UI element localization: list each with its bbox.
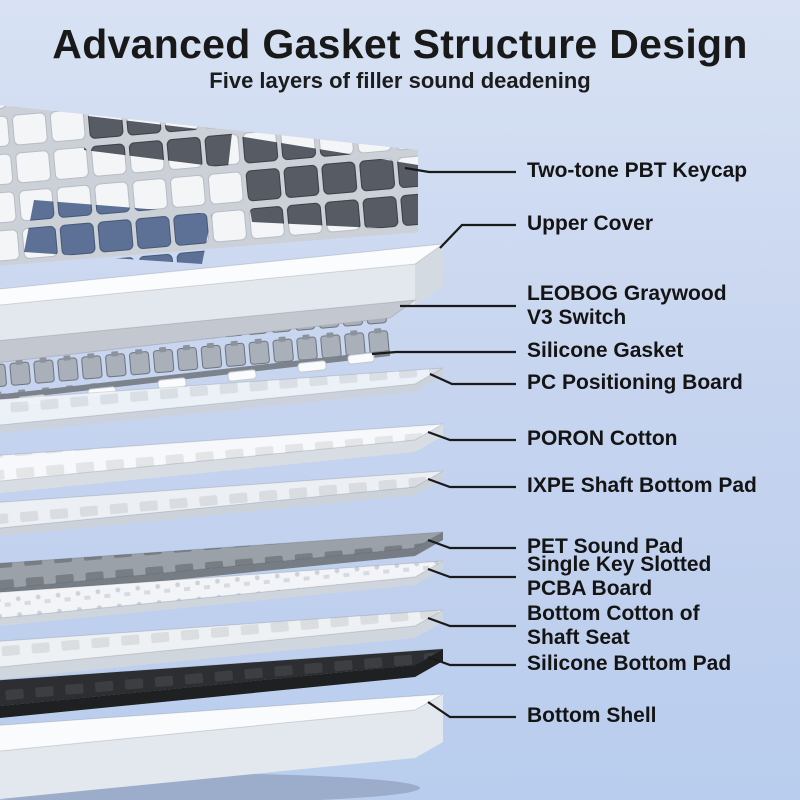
leader-lines [371,166,516,719]
leader-line-pet [427,538,516,550]
callout-label-bottom-shell: Bottom Shell [527,704,657,727]
layer-poron-cotton [0,423,444,494]
layer-pet-sound-pad [0,531,444,598]
layer-keycaps-two-tone [0,105,418,266]
callout-label-pet: PET Sound Pad [527,535,684,558]
leader-line-bottom-cotton [427,616,516,628]
blue-keycap-cluster [24,200,212,264]
callout-label-silicone-pad: Silicone Bottom Pad [527,652,732,675]
layer-silicone-bottom-pad [0,648,444,719]
layer-switch-cluster [0,299,417,401]
page-subtitle: Five layers of filler sound deadening [209,68,591,93]
callout-label-pc-board: PC Positioning Board [527,371,743,394]
callout-label-keycap: Two-tone PBT Keycap [527,159,748,182]
layer-bottom-cotton [0,609,444,680]
leader-line-silicone-pad [427,655,516,667]
callout-label-poron: PORON Cotton [527,427,678,450]
leader-line-pc-board [429,372,516,386]
callout-label-pcba: Single Key Slotted PCBA Board [527,553,712,600]
callout-label-gasket: Silicone Gasket [527,339,684,362]
leader-line-pcba [427,567,516,579]
leader-line-ixpe [427,477,516,489]
callout-label-ixpe: IXPE Shaft Bottom Pad [527,474,757,497]
callout-label-upper-cover: Upper Cover [527,212,654,235]
layer-bottom-shell [0,693,444,800]
page-title: Advanced Gasket Structure Design [52,21,748,67]
dark-keycap-strip [84,116,232,168]
callout-label-bottom-cotton: Bottom Cotton of Shaft Seat [527,602,700,649]
leader-line-keycap [404,166,516,174]
layer-upper-cover [0,243,445,348]
layer-pc-positioning-board [0,367,444,434]
callout-label-switch: LEOBOG Graywood V3 Switch [527,282,727,329]
layer-ixpe-shaft-bottom-pad [0,470,444,537]
leader-line-upper-cover [439,223,516,249]
leader-line-gasket [371,350,516,356]
layer-pcba-board [0,560,444,627]
leader-line-poron [427,430,516,442]
leader-line-bottom-shell [427,701,516,719]
dark-keycap-cluster [238,136,418,230]
